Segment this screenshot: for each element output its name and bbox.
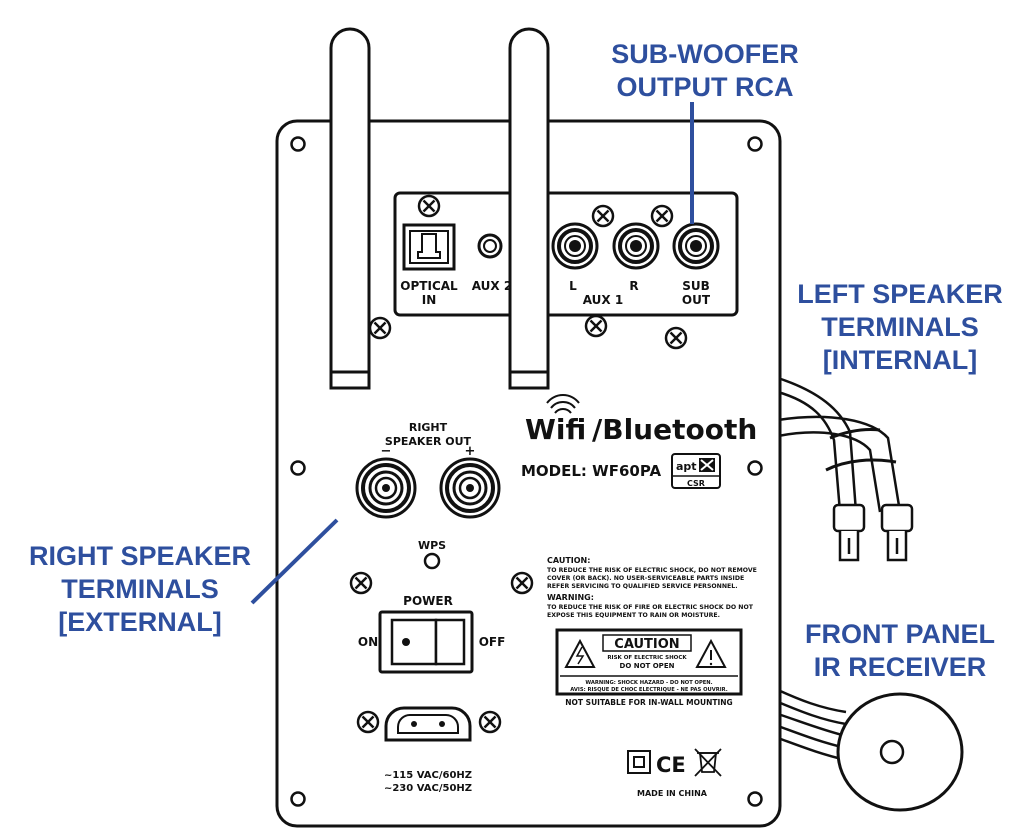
aptx-logo	[671, 453, 721, 489]
warning-text-2: EXPOSE THIS EQUIPMENT TO RAIN OR MOISTUR…	[547, 612, 720, 619]
sub-out-label-2: OUT	[682, 293, 711, 307]
not-suitable-notice: NOT SUITABLE FOR IN-WALL MOUNTING	[565, 698, 732, 707]
wps-button	[423, 552, 441, 570]
aux1-left-rca	[551, 222, 599, 270]
ir-receiver-cable	[777, 688, 847, 762]
optical-in-jack	[402, 223, 456, 271]
ir-receiver	[836, 692, 964, 812]
aux1-right-label: R	[629, 279, 638, 293]
switch-screw-left	[349, 571, 373, 595]
voltage-label-2: ~230 VAC/50HZ	[384, 783, 472, 794]
right-speaker-callout: RIGHT SPEAKER TERMINALS [EXTERNAL]	[14, 540, 266, 639]
switch-screw-right	[510, 571, 534, 595]
right-speaker-positive-post	[439, 457, 501, 519]
ir-receiver-callout: FRONT PANEL IR RECEIVER	[790, 618, 1010, 684]
sub-out-label: SUB	[682, 279, 710, 293]
made-in-label: MADE IN CHINA	[637, 789, 708, 798]
wifi-antenna-right	[508, 27, 550, 390]
aptx-label: apt	[676, 460, 697, 473]
subwoofer-output-callout: SUB-WOOFER OUTPUT RCA	[600, 38, 810, 104]
caution-label-box	[555, 628, 743, 696]
aux1-right-rca	[612, 222, 660, 270]
spade-connector-right	[880, 503, 914, 562]
left-speaker-callout: LEFT SPEAKER TERMINALS [INTERNAL]	[785, 278, 1015, 377]
caution-heading: CAUTION:	[547, 556, 590, 565]
right-speaker-label-2: SPEAKER OUT	[385, 435, 472, 448]
shock-hazard-warning: WARNING: SHOCK HAZARD - DO NOT OPEN.	[585, 680, 712, 686]
ir-receiver-callout-line-1: FRONT PANEL	[805, 619, 995, 649]
ac-power-inlet	[384, 706, 472, 742]
power-rocker-switch	[378, 610, 474, 674]
sub-out-rca	[672, 222, 720, 270]
warning-text-1: TO REDUCE THE RISK OF FIRE OR ELECTRIC S…	[547, 604, 754, 611]
terminal-minus-label: −	[381, 444, 392, 459]
power-on-label: ON	[358, 635, 378, 649]
wifi-logo-arcs	[546, 394, 580, 414]
right-speaker-callout-line-3: [EXTERNAL]	[58, 607, 222, 637]
spade-connector-left	[832, 503, 866, 562]
terminal-plus-label: +	[465, 444, 476, 459]
double-insulation-icon	[627, 750, 651, 774]
right-speaker-negative-post	[355, 457, 417, 519]
aux2-label: AUX 2	[472, 279, 512, 293]
right-speaker-label: RIGHT	[409, 421, 448, 434]
aux1-label: AUX 1	[583, 293, 623, 307]
weee-bin-icon	[694, 748, 722, 777]
internal-speaker-wires	[777, 376, 902, 513]
right-speaker-callout-line-2: TERMINALS	[61, 574, 219, 604]
caution-box-do-not-open: DO NOT OPEN	[620, 662, 675, 670]
caution-text-1: TO REDUCE THE RISK OF ELECTRIC SHOCK, DO…	[547, 567, 757, 574]
power-label: POWER	[403, 594, 453, 608]
aptx-csr-label: CSR	[687, 479, 705, 488]
wifi-antenna-left	[329, 27, 371, 390]
wifi-brand: Wifi	[525, 413, 586, 446]
model-number: MODEL: WF60PA	[521, 462, 661, 480]
ce-mark: CE	[656, 753, 686, 777]
right-speaker-callout-line-1: RIGHT SPEAKER	[28, 541, 252, 571]
left-speaker-callout-line-2: TERMINALS	[821, 312, 979, 342]
subwoofer-callout-line-1: SUB-WOOFER	[611, 39, 799, 69]
caution-box-title: CAUTION	[614, 637, 679, 652]
optical-in-label-2: IN	[422, 293, 437, 307]
optical-in-label: OPTICAL	[400, 279, 458, 293]
wps-label: WPS	[418, 539, 446, 552]
left-speaker-callout-line-3: [INTERNAL]	[822, 345, 978, 375]
inlet-screw-left	[356, 710, 380, 734]
inlet-screw-right	[478, 710, 502, 734]
voltage-label-1: ~115 VAC/60HZ	[384, 770, 472, 781]
subwoofer-callout-line-2: OUTPUT RCA	[616, 72, 794, 102]
warning-heading: WARNING:	[547, 593, 594, 602]
ir-receiver-callout-line-2: IR RECEIVER	[813, 652, 987, 682]
caution-text-2: COVER (OR BACK). NO USER-SERVICEABLE PAR…	[547, 575, 744, 582]
left-speaker-callout-line-1: LEFT SPEAKER	[797, 279, 1003, 309]
caution-text-3: REFER SERVICING TO QUALIFIED SERVICE PER…	[547, 583, 738, 590]
bluetooth-brand: /Bluetooth	[592, 413, 757, 446]
caution-box-risk: RISK OF ELECTRIC SHOCK	[607, 655, 687, 661]
right-speaker-leader-line	[250, 518, 339, 605]
aux1-left-label: L	[569, 279, 577, 293]
aux2-jack	[477, 233, 503, 259]
power-off-label: OFF	[479, 635, 506, 649]
shock-hazard-avis: AVIS: RISQUE DE CHOC ELECTRIQUE - NE PAS…	[570, 687, 728, 693]
